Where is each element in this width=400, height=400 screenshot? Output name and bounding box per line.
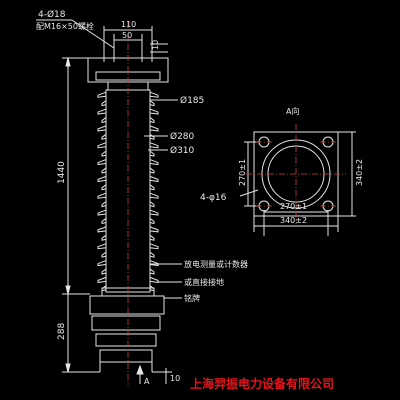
shed [97, 192, 159, 199]
annotation-nameplate: 铭牌 [184, 293, 200, 303]
shed [101, 251, 155, 258]
centerlines [127, 22, 346, 386]
shed [97, 175, 159, 182]
height-base-label: 288 [57, 323, 67, 340]
plan-holes-label: 4-φ16 [200, 193, 227, 203]
shed [97, 91, 159, 98]
shed [97, 276, 159, 283]
base-housing [89, 295, 165, 315]
height-total-label: 1440 [57, 161, 67, 184]
shed [97, 159, 159, 166]
dim-185-label: Ø185 [180, 95, 204, 106]
plan-dim-270-w: 270±1 [280, 202, 307, 211]
shed [101, 234, 155, 241]
shed [97, 243, 159, 250]
shed [101, 117, 155, 124]
shed [97, 209, 159, 216]
dim-310-label: Ø310 [170, 145, 195, 156]
arrow-a-label: A [144, 377, 150, 386]
base-offset-label: 10 [170, 374, 180, 383]
shed [97, 142, 159, 149]
shed [97, 108, 159, 115]
section-view-label: A向 [286, 106, 299, 116]
shed [101, 167, 155, 174]
shed [101, 201, 155, 208]
dim-280-label: Ø280 [170, 131, 195, 142]
top-small-label: 10 [151, 40, 160, 50]
top-inner-label: 50 [122, 31, 132, 40]
plan-dim-270-h: 270±1 [238, 159, 247, 186]
annotation-counter: 放电测量或计数器 [184, 259, 248, 269]
top-holes-label: 4-Ø18 [38, 9, 66, 20]
shed [101, 184, 155, 191]
base-sheds [91, 315, 161, 363]
shed [97, 260, 159, 267]
annotation-ground: 或直接接地 [184, 277, 224, 287]
plan-dim-340-w: 340±2 [280, 216, 307, 225]
shed [101, 268, 155, 275]
shed [101, 218, 155, 225]
shed [97, 125, 159, 132]
top-bolt-note: 配M16×50螺栓 [36, 21, 94, 31]
shed [101, 100, 155, 107]
drawing-lines [36, 19, 356, 384]
shed [101, 150, 155, 157]
plan-dim-340-h: 340±2 [355, 159, 364, 186]
shed [97, 226, 159, 233]
company-name: 上海羿振电力设备有限公司 [190, 376, 334, 391]
top-width-label: 110 [121, 20, 136, 29]
